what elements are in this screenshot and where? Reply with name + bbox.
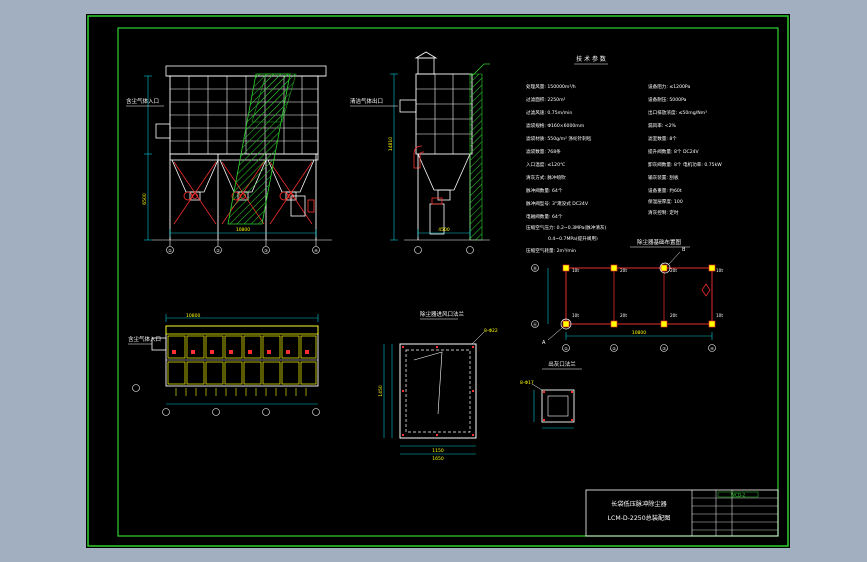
inlet-flange: 除尘器进风口法兰 8-Φ22 1150 1650 1450 — [378, 310, 498, 462]
dim-total-height: 14810 — [388, 137, 394, 151]
tp-left-7: 清灰方式: 脉冲喷吹 — [526, 174, 566, 181]
dim-plan: 10800 — [186, 313, 200, 319]
found-axis-x1: ① — [564, 346, 568, 351]
outlet-flange: 出灰口法兰 8-Φ17 — [520, 360, 582, 429]
tp-right-1: 设备耐压: 5000Pa — [648, 96, 687, 103]
outer-frame — [87, 15, 789, 547]
dim-side: 4500 — [438, 227, 450, 233]
dim-flange-h: 1450 — [378, 385, 384, 397]
outlet-flange-title: 出灰口法兰 — [548, 360, 576, 368]
front-axis-1: ① — [168, 248, 172, 253]
tp-left-8: 脉冲阀数量: 64个 — [526, 187, 563, 194]
load-5: 20t — [620, 313, 627, 318]
tp-right-3: 漏风率: <2% — [648, 122, 677, 129]
found-axis-y2: Ⓐ — [533, 321, 537, 327]
front-axis-2: ② — [216, 248, 220, 253]
dim-flange-inner: 1150 — [432, 448, 444, 454]
load-2: 20t — [670, 268, 677, 273]
foundation-title: 除尘器基础布置图 — [637, 238, 682, 246]
found-axis-x4: ④ — [710, 346, 714, 351]
tp-left-0: 处理风量: 150000m³/h — [526, 83, 576, 90]
inner-frame — [117, 27, 779, 537]
load-4: 10t — [572, 313, 579, 318]
tp-left-10: 电磁阀数量: 64个 — [526, 213, 563, 220]
flange-note: 8-Φ22 — [484, 328, 498, 334]
title-name-line1: 长袋低压脉冲除尘器 — [611, 500, 667, 508]
front-axis-4: ④ — [314, 248, 318, 253]
tp-right-9: 保温层厚度: 100 — [648, 198, 683, 205]
tp-left-1: 过滤面积: 2250m² — [526, 96, 566, 103]
tp-left-5: 滤袋数量: 768条 — [526, 148, 561, 155]
tp-left-13: 压缩空气耗量: 2m³/min — [526, 247, 576, 254]
plan-view: 10800 含尘气体入口 — [128, 313, 320, 416]
title-block: WCD-2 长袋低压脉冲除尘器 LCM-D-2250总装配图 — [585, 489, 779, 537]
tp-right-2: 出口排放浓度: ≤50mg/Nm³ — [648, 109, 707, 116]
tp-left-9: 脉冲阀型号: 3"淹没式 DC24V — [526, 200, 589, 207]
side-outlet-label: 清洁气体出口 — [350, 97, 383, 105]
dim-front-total: 10800 — [236, 227, 250, 233]
drawing-canvas: 10800 6500 ① ② ③ ④ 含尘气体入口 — [87, 15, 789, 547]
tech-params-title: 技 术 参 数 — [576, 55, 606, 63]
tp-left-3: 滤袋规格: Φ160×6000mm — [526, 122, 585, 129]
drawing-sheet: 10800 6500 ① ② ③ ④ 含尘气体入口 — [86, 14, 790, 548]
tp-right-6: 卸灰阀数量: 8个 电机功率: 0.75kW — [648, 161, 722, 168]
found-axis-x2: ② — [612, 346, 616, 351]
tp-left-12: 0.4~0.7MPa(提升阀用) — [548, 235, 598, 242]
outlet-note: 8-Φ17 — [520, 380, 534, 386]
tp-left-6: 入口温度: ≤120℃ — [526, 161, 565, 168]
load-7: 10t — [716, 313, 723, 318]
load-0: 10t — [572, 268, 579, 273]
load-1: 20t — [620, 268, 627, 273]
tp-left-11: 压缩空气压力: 0.2~0.3MPa(脉冲清灰) — [526, 224, 607, 231]
tp-right-10: 清灰控制: 定时 — [648, 209, 679, 216]
title-name-line2: LCM-D-2250总装配图 — [608, 514, 671, 522]
drawing-code: WCD-2 — [731, 493, 746, 498]
inlet-flange-title: 除尘器进风口法兰 — [420, 310, 465, 318]
front-elevation: 10800 6500 ① ② ③ ④ 含尘气体入口 — [126, 65, 332, 254]
dim-found-total: 10800 — [632, 330, 646, 336]
tech-params: 技 术 参 数 处理风量: 150000m³/h 过滤面积: 2250m² 过滤… — [526, 55, 722, 254]
tp-left-4: 滤袋材质: 550g/m² 涤纶针刺毡 — [526, 135, 592, 142]
found-mark-b: B — [682, 247, 686, 253]
dim-hopper-height: 6500 — [142, 193, 148, 205]
front-axis-3: ③ — [264, 248, 268, 253]
load-3: 10t — [716, 268, 723, 273]
tp-right-4: 滤室数量: 8个 — [648, 135, 677, 142]
found-axis-x3: ③ — [662, 346, 666, 351]
tp-right-0: 设备阻力: ≤1200Pa — [648, 83, 690, 90]
foundation-layout: 除尘器基础布置图 B A 10t 20t 20t 10t 10t 20t 20t… — [531, 238, 723, 352]
front-inlet-label: 含尘气体入口 — [126, 97, 159, 105]
tp-right-8: 设备重量: 约60t — [648, 187, 682, 194]
tp-right-7: 输灰装置: 刮板 — [648, 174, 679, 181]
plan-inlet-label: 含尘气体入口 — [128, 335, 161, 343]
load-6: 20t — [670, 313, 677, 318]
dim-flange-w: 1650 — [432, 456, 444, 462]
found-mark-a: A — [542, 340, 546, 346]
side-elevation: 4500 14810 清洁气体出口 — [350, 51, 490, 254]
tp-left-2: 过滤风速: 0.75m/min — [526, 109, 572, 116]
found-axis-y1: Ⓑ — [533, 265, 537, 271]
tp-right-5: 提升阀数量: 8个 DC24V — [648, 148, 700, 155]
